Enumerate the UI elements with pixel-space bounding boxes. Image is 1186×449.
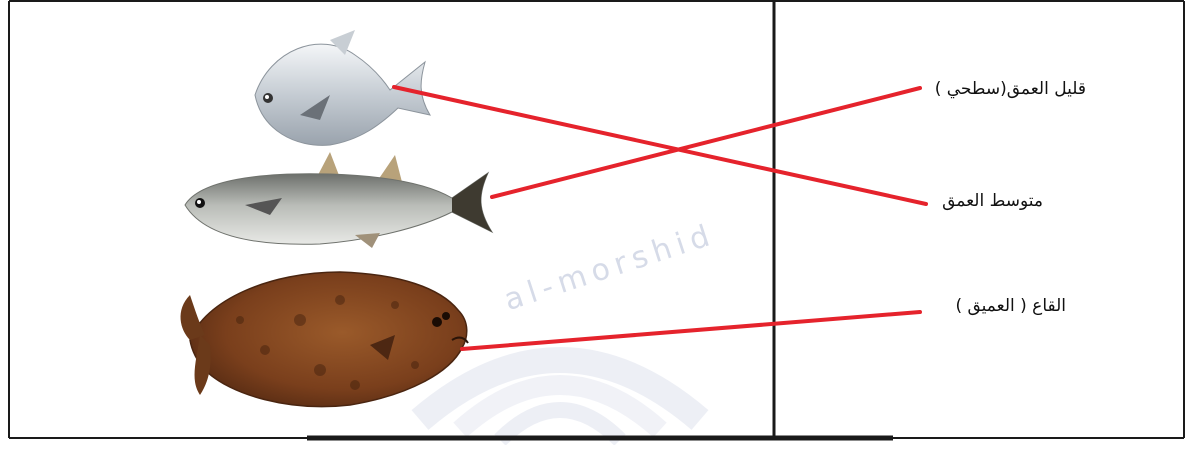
line-flounder-to-bottom	[462, 312, 920, 349]
label-bottom-deep: القاع ( العميق )	[955, 296, 1066, 316]
label-shallow-depth: قليل العمق(سطحي )	[935, 79, 1086, 99]
mullet-fish-image	[185, 152, 492, 248]
flounder-fish-image	[181, 272, 468, 407]
label-medium-depth: متوسط العمق	[942, 191, 1043, 211]
watermark	[420, 360, 700, 440]
line-mullet-to-shallow	[492, 88, 920, 197]
